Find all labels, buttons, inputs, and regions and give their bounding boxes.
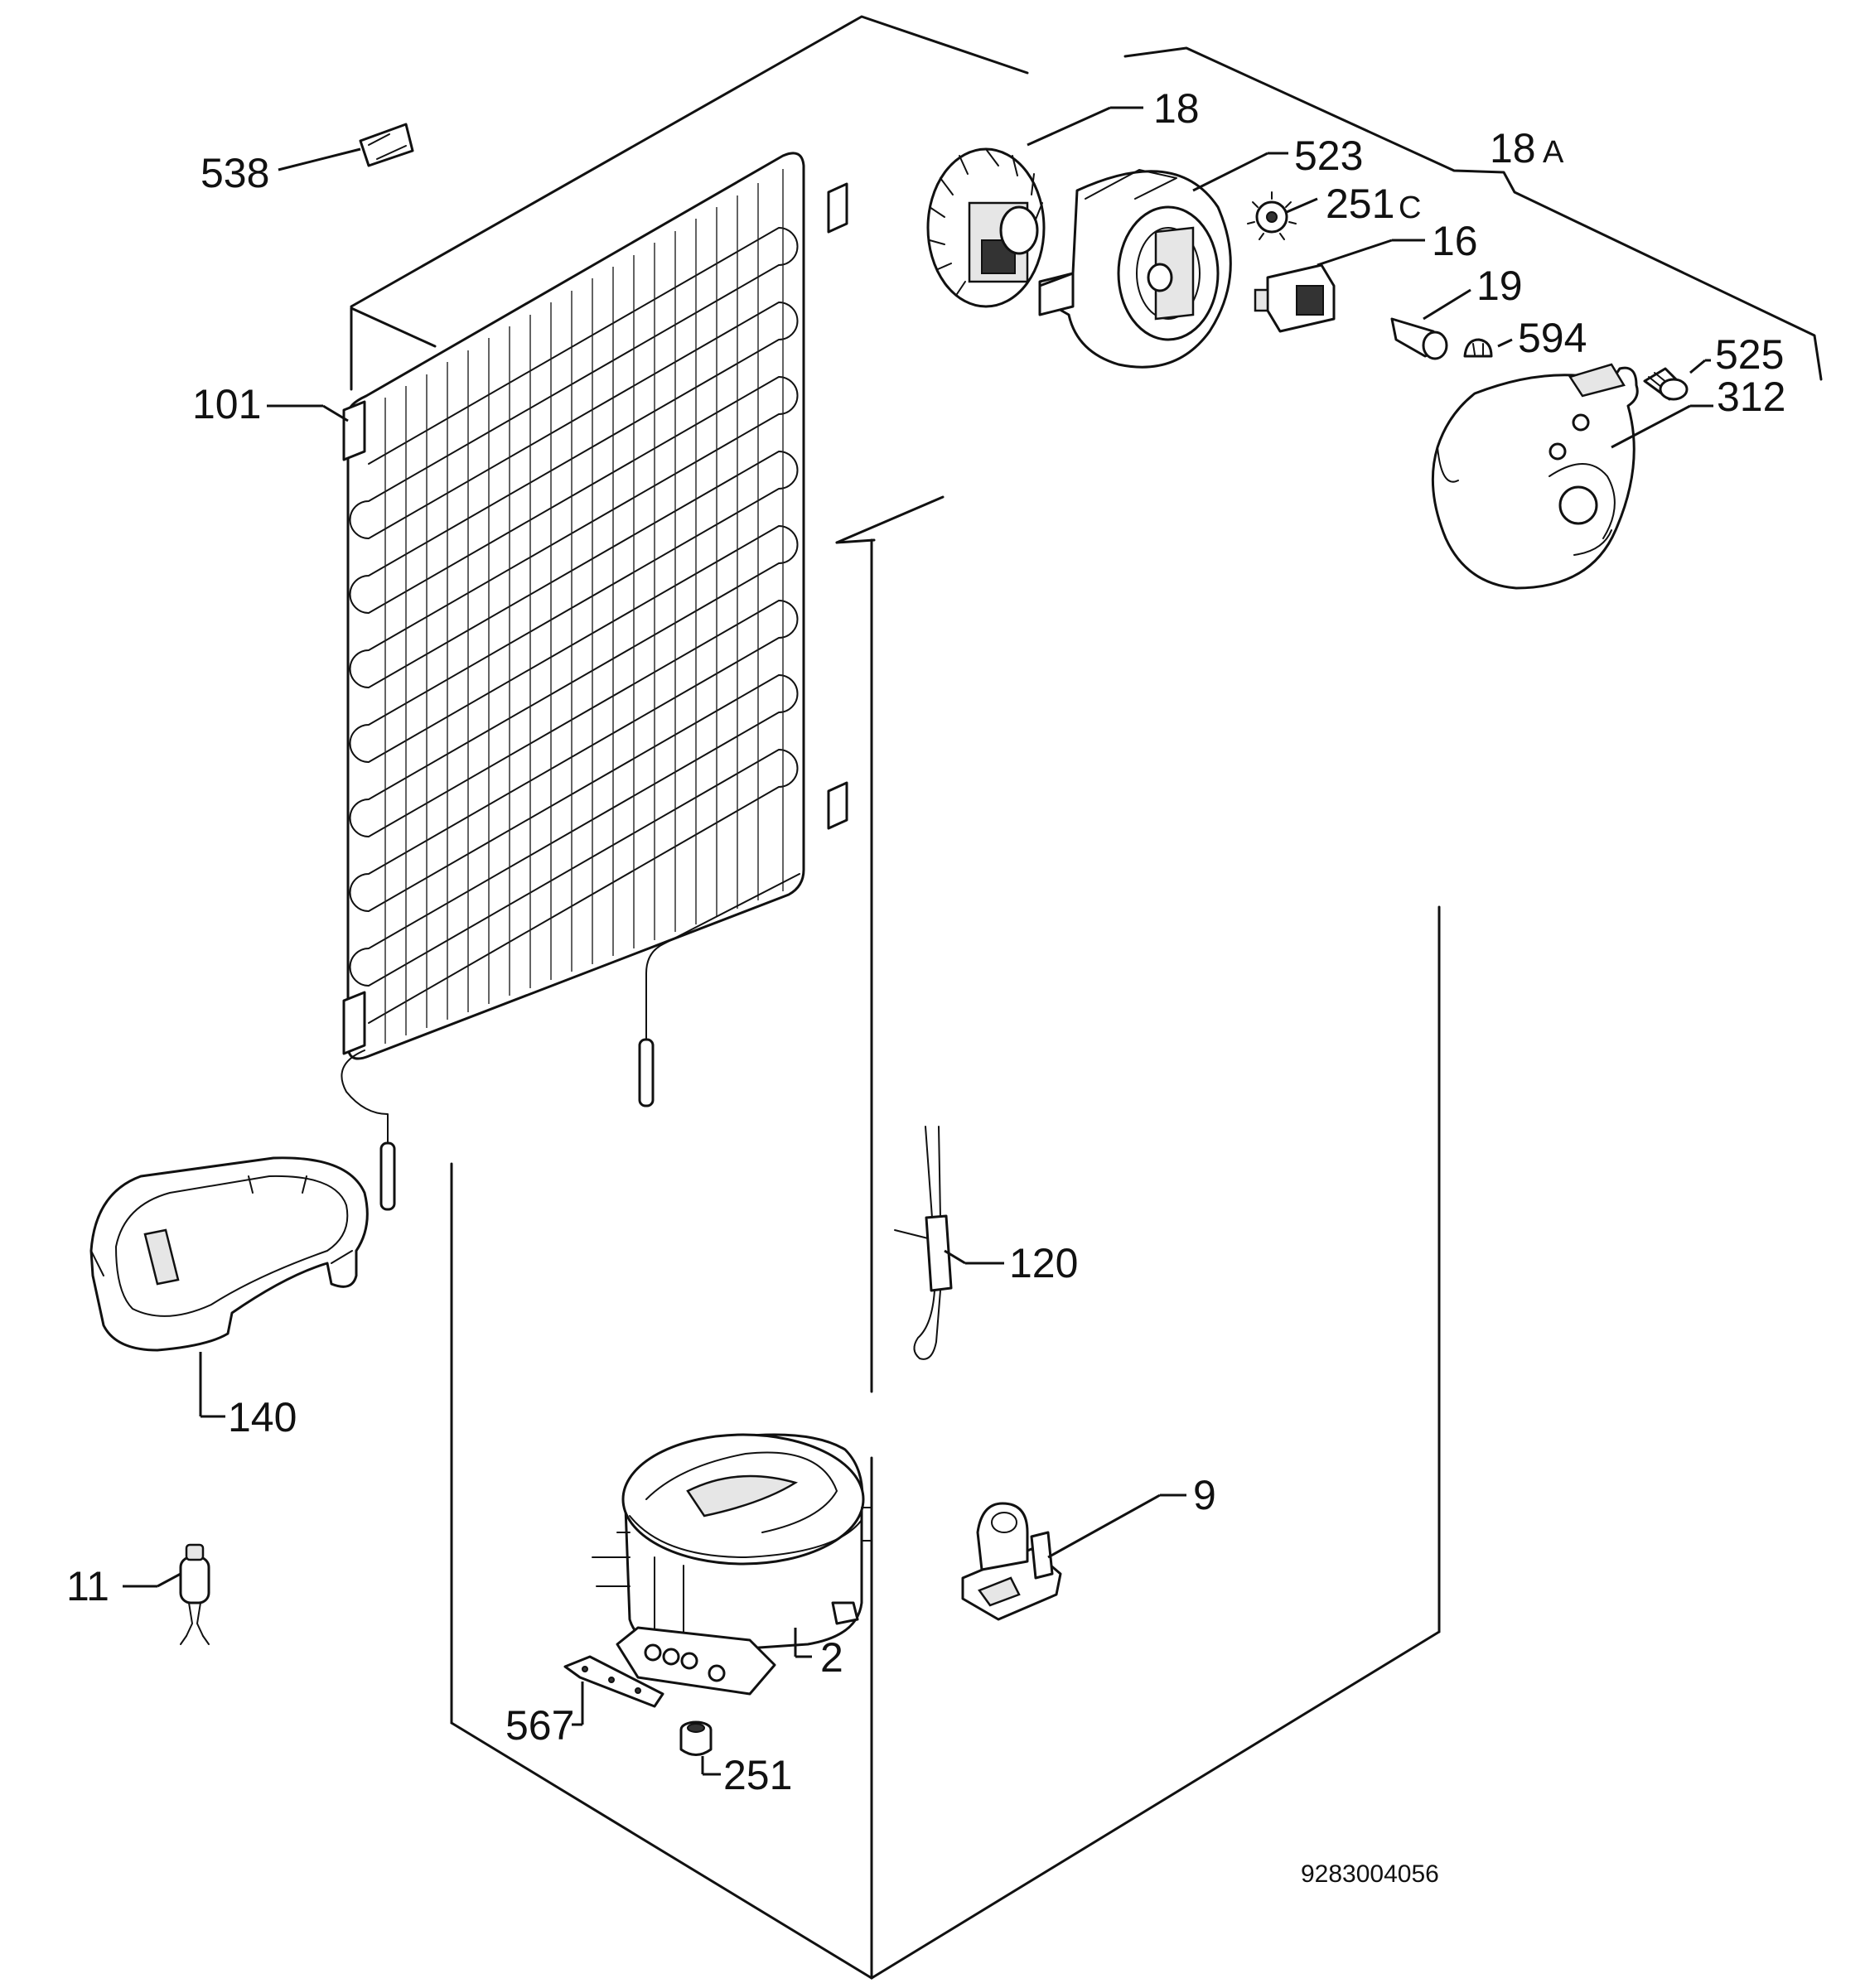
label-120: 120: [1009, 1240, 1078, 1286]
relay-9: [961, 1493, 1186, 1621]
bulb-525: [1643, 359, 1711, 401]
grommet-251: [679, 1720, 721, 1776]
label-538: 538: [201, 150, 269, 196]
lamp-holder-19: [1390, 288, 1471, 360]
label-18a-suffix: A: [1543, 135, 1564, 170]
compressor-2: [592, 1433, 872, 1696]
drip-tray-140: [89, 1156, 369, 1418]
thermal-fuse-120: [894, 1126, 1004, 1360]
switch-16: [1254, 239, 1425, 333]
label-251c-number: 251: [1326, 181, 1394, 227]
label-523: 523: [1294, 133, 1363, 179]
label-140: 140: [228, 1394, 297, 1440]
label-312: 312: [1717, 374, 1785, 420]
label-9: 9: [1193, 1472, 1216, 1518]
label-19: 19: [1476, 263, 1523, 309]
label-251: 251: [723, 1752, 792, 1798]
lamp-cover-312: [1431, 363, 1713, 590]
mounting-plate-567: [563, 1655, 664, 1726]
label-11: 11: [66, 1563, 109, 1609]
fan-housing-523: [1038, 152, 1288, 369]
label-251c-suffix: C: [1399, 191, 1421, 225]
cabinet-outline: [350, 15, 1823, 1980]
label-18a-number: 18: [1490, 125, 1536, 171]
label-2: 2: [820, 1634, 843, 1681]
leader-101b: [322, 404, 349, 422]
sensor-11: [123, 1543, 210, 1645]
label-101: 101: [192, 381, 261, 427]
gear-251c: [1247, 191, 1318, 240]
fan-18: [926, 106, 1143, 308]
reference-number: 9283004056: [1301, 1860, 1439, 1888]
condenser: [341, 152, 848, 1211]
part-labels: 538 18 523 18 A 251 C 16 19 594 525 312 …: [66, 85, 1785, 1888]
label-18: 18: [1153, 85, 1200, 132]
cap-594: [1463, 338, 1513, 358]
label-16: 16: [1432, 218, 1478, 264]
label-567: 567: [505, 1702, 574, 1749]
label-525: 525: [1715, 331, 1784, 378]
label-594: 594: [1518, 315, 1587, 361]
clip-538: [278, 123, 414, 171]
